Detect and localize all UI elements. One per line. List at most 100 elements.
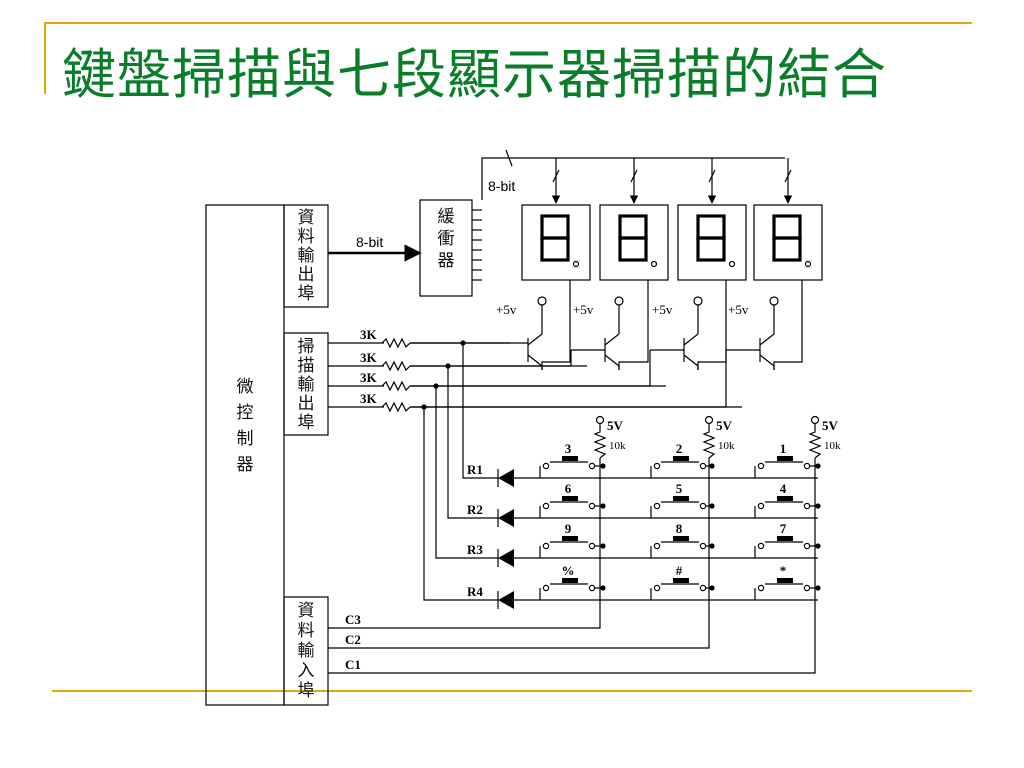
svg-text:控: 控 — [237, 403, 254, 423]
keypad-key: 1 — [754, 441, 821, 478]
keypad-key: 3 — [539, 441, 606, 478]
slide-title: 鍵盤掃描與七段顯示器掃描的結合 — [62, 43, 887, 106]
svg-text:+5v: +5v — [573, 302, 594, 317]
keypad-key: % — [539, 563, 606, 600]
svg-text:埠: 埠 — [298, 284, 315, 304]
title-top-rule — [44, 22, 972, 24]
title-left-rule — [44, 22, 46, 94]
keypad-row: R2 6 5 4 — [467, 481, 821, 527]
bus-to-buffer: 8-bit — [328, 234, 422, 262]
pullup-resistor: 5V 10k — [808, 415, 841, 459]
svg-text:%: % — [562, 563, 575, 578]
svg-text:+5v: +5v — [652, 302, 673, 317]
svg-text:出: 出 — [298, 265, 315, 285]
svg-text:9: 9 — [565, 521, 572, 536]
keypad-row: R3 9 8 7 — [467, 521, 821, 567]
svg-text:R2: R2 — [467, 502, 483, 517]
svg-text:料: 料 — [298, 227, 315, 247]
svg-text:C1: C1 — [345, 657, 361, 672]
svg-text:輸: 輸 — [298, 641, 315, 661]
svg-text:4: 4 — [780, 481, 787, 496]
scan-driver: 3K +5v — [328, 280, 649, 372]
keypad-key: 8 — [650, 521, 715, 558]
svg-text:10k: 10k — [824, 440, 841, 452]
column-line: C3 — [328, 458, 601, 629]
svg-text:1: 1 — [780, 441, 787, 456]
svg-text:3K: 3K — [360, 350, 378, 365]
svg-text:R4: R4 — [467, 584, 483, 599]
pullup-resistor: 5V 10k — [593, 415, 626, 459]
svg-text:2: 2 — [676, 441, 683, 456]
svg-text:微: 微 — [237, 377, 254, 397]
svg-text:埠: 埠 — [298, 681, 315, 701]
svg-text:入: 入 — [298, 661, 315, 681]
svg-text:7: 7 — [780, 521, 787, 536]
seven-segment-display — [521, 204, 591, 281]
svg-text:輸: 輸 — [298, 375, 315, 395]
seven-segment-display — [599, 204, 669, 281]
bottom-rule — [52, 690, 972, 692]
svg-text:緩: 緩 — [438, 207, 455, 227]
svg-text:出: 出 — [298, 394, 315, 414]
svg-text:埠: 埠 — [298, 413, 315, 433]
microcontroller-label: 微 控 制 器 — [237, 377, 254, 475]
svg-text:6: 6 — [565, 481, 572, 496]
svg-text:制: 制 — [237, 429, 254, 449]
keypad-key: 5 — [650, 481, 715, 518]
svg-text:3K: 3K — [360, 391, 378, 406]
svg-text:C2: C2 — [345, 632, 361, 647]
svg-text:+5v: +5v — [496, 302, 517, 317]
svg-text:資: 資 — [298, 601, 315, 621]
svg-text:輸: 輸 — [298, 246, 315, 266]
svg-text:3K: 3K — [360, 327, 378, 342]
bus-to-displays: 8-bit — [481, 149, 793, 204]
keypad-key: # — [650, 563, 715, 600]
svg-text:器: 器 — [438, 251, 455, 271]
keypad-key: 6 — [539, 481, 606, 518]
buffer-label: 緩衝器 — [438, 207, 455, 271]
keypad-key: * — [754, 563, 821, 600]
bus-to-displays-label: 8-bit — [488, 178, 515, 194]
column-line: C1 — [328, 458, 816, 674]
column-line: C2 — [328, 458, 710, 649]
svg-text:R1: R1 — [467, 462, 483, 477]
svg-text:掃: 掃 — [298, 337, 315, 357]
svg-text:R3: R3 — [467, 542, 483, 557]
svg-text:+5v: +5v — [728, 302, 749, 317]
svg-text:資: 資 — [298, 208, 315, 228]
svg-text:5V: 5V — [822, 418, 839, 433]
scan-driver: 3K +5v — [328, 280, 571, 370]
keypad-key: 7 — [754, 521, 821, 558]
svg-text:*: * — [780, 563, 787, 578]
svg-text:5V: 5V — [607, 418, 624, 433]
keypad-key: 2 — [650, 441, 715, 478]
scan-driver: 3K +5v — [328, 280, 727, 392]
svg-text:10k: 10k — [718, 440, 735, 452]
svg-text:料: 料 — [298, 621, 315, 641]
keypad-row: R1 3 2 1 — [467, 441, 821, 487]
svg-text:5: 5 — [676, 481, 683, 496]
svg-text:5V: 5V — [716, 418, 733, 433]
microcontroller-block: 微 控 制 器 — [205, 204, 285, 706]
seven-segment-display — [677, 204, 747, 281]
buffer-block: 緩衝器 — [419, 199, 482, 297]
svg-text:衝: 衝 — [438, 229, 455, 249]
pullup-resistor: 5V 10k — [702, 415, 735, 459]
keypad-key: 4 — [754, 481, 821, 518]
svg-text:10k: 10k — [609, 440, 626, 452]
keypad-row: R4% # * — [467, 563, 821, 609]
svg-text:C3: C3 — [345, 612, 361, 627]
svg-text:3K: 3K — [360, 370, 378, 385]
svg-text:8: 8 — [676, 521, 683, 536]
svg-text:3: 3 — [565, 441, 572, 456]
svg-text:描: 描 — [298, 356, 315, 376]
bus-to-buffer-label: 8-bit — [356, 234, 383, 250]
svg-text:#: # — [676, 563, 683, 578]
seven-segment-display — [753, 204, 823, 281]
